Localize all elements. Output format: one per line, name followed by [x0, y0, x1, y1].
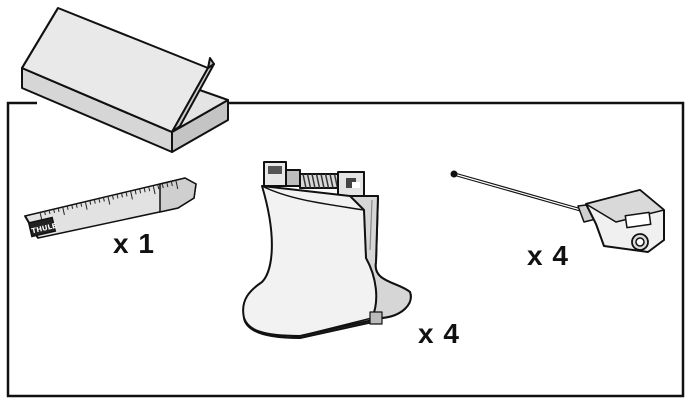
ruler-tick [121, 193, 123, 198]
spring-coil [315, 173, 321, 189]
spring-coil [302, 173, 307, 189]
quantity-label-rack-foot: x 4 [418, 318, 460, 349]
spring-coil [311, 173, 316, 189]
brand-label-plate [27, 216, 57, 238]
torque-tool-icon [450, 170, 665, 253]
ruler-tick [148, 187, 151, 192]
quantity-label-measuring-tape: x 1 [113, 228, 155, 259]
measuring-tape-icon: THULE [23, 177, 197, 239]
ruler-tick [143, 188, 146, 193]
ruler-tick [116, 194, 119, 199]
ruler-tick [175, 180, 179, 190]
roof-rack-foot-icon [242, 161, 412, 339]
ruler-ticks [39, 180, 179, 221]
ruler-tick [39, 211, 43, 221]
spring-coil [306, 173, 312, 189]
ruler-tick [57, 207, 60, 212]
ruler-tick [139, 189, 142, 194]
ruler-tick [93, 199, 96, 204]
spring-coil [324, 173, 330, 189]
ruler-tick [107, 196, 111, 205]
ruler-tick [53, 208, 55, 214]
ruler-tick [130, 191, 133, 200]
spring-coil [329, 173, 334, 189]
ruler-tick [48, 209, 51, 215]
box-icon [21, 7, 229, 153]
spring-coil [320, 173, 325, 189]
ruler-tick [84, 201, 88, 210]
ruler-tick [75, 203, 78, 208]
spring-coils [302, 173, 339, 189]
ruler-tick [152, 186, 156, 195]
ruler-tick [170, 181, 173, 187]
ruler-tick [66, 205, 69, 210]
ruler-tick [161, 183, 164, 189]
ruler-tick [125, 192, 128, 197]
ruler-tick [112, 195, 114, 200]
ruler-tick [62, 206, 65, 215]
quantity-label-torque-tool: x 4 [527, 240, 569, 271]
ruler-tick [44, 210, 46, 216]
ruler-tick [102, 197, 105, 202]
package-contents-frame [6, 101, 685, 398]
ruler-tick [98, 198, 101, 203]
ruler-tick [134, 190, 137, 195]
ruler-tick [166, 182, 169, 188]
ruler-tick [157, 185, 160, 190]
ruler-tick [89, 200, 92, 205]
ruler-tick [80, 202, 83, 207]
ruler-tick [71, 204, 74, 209]
